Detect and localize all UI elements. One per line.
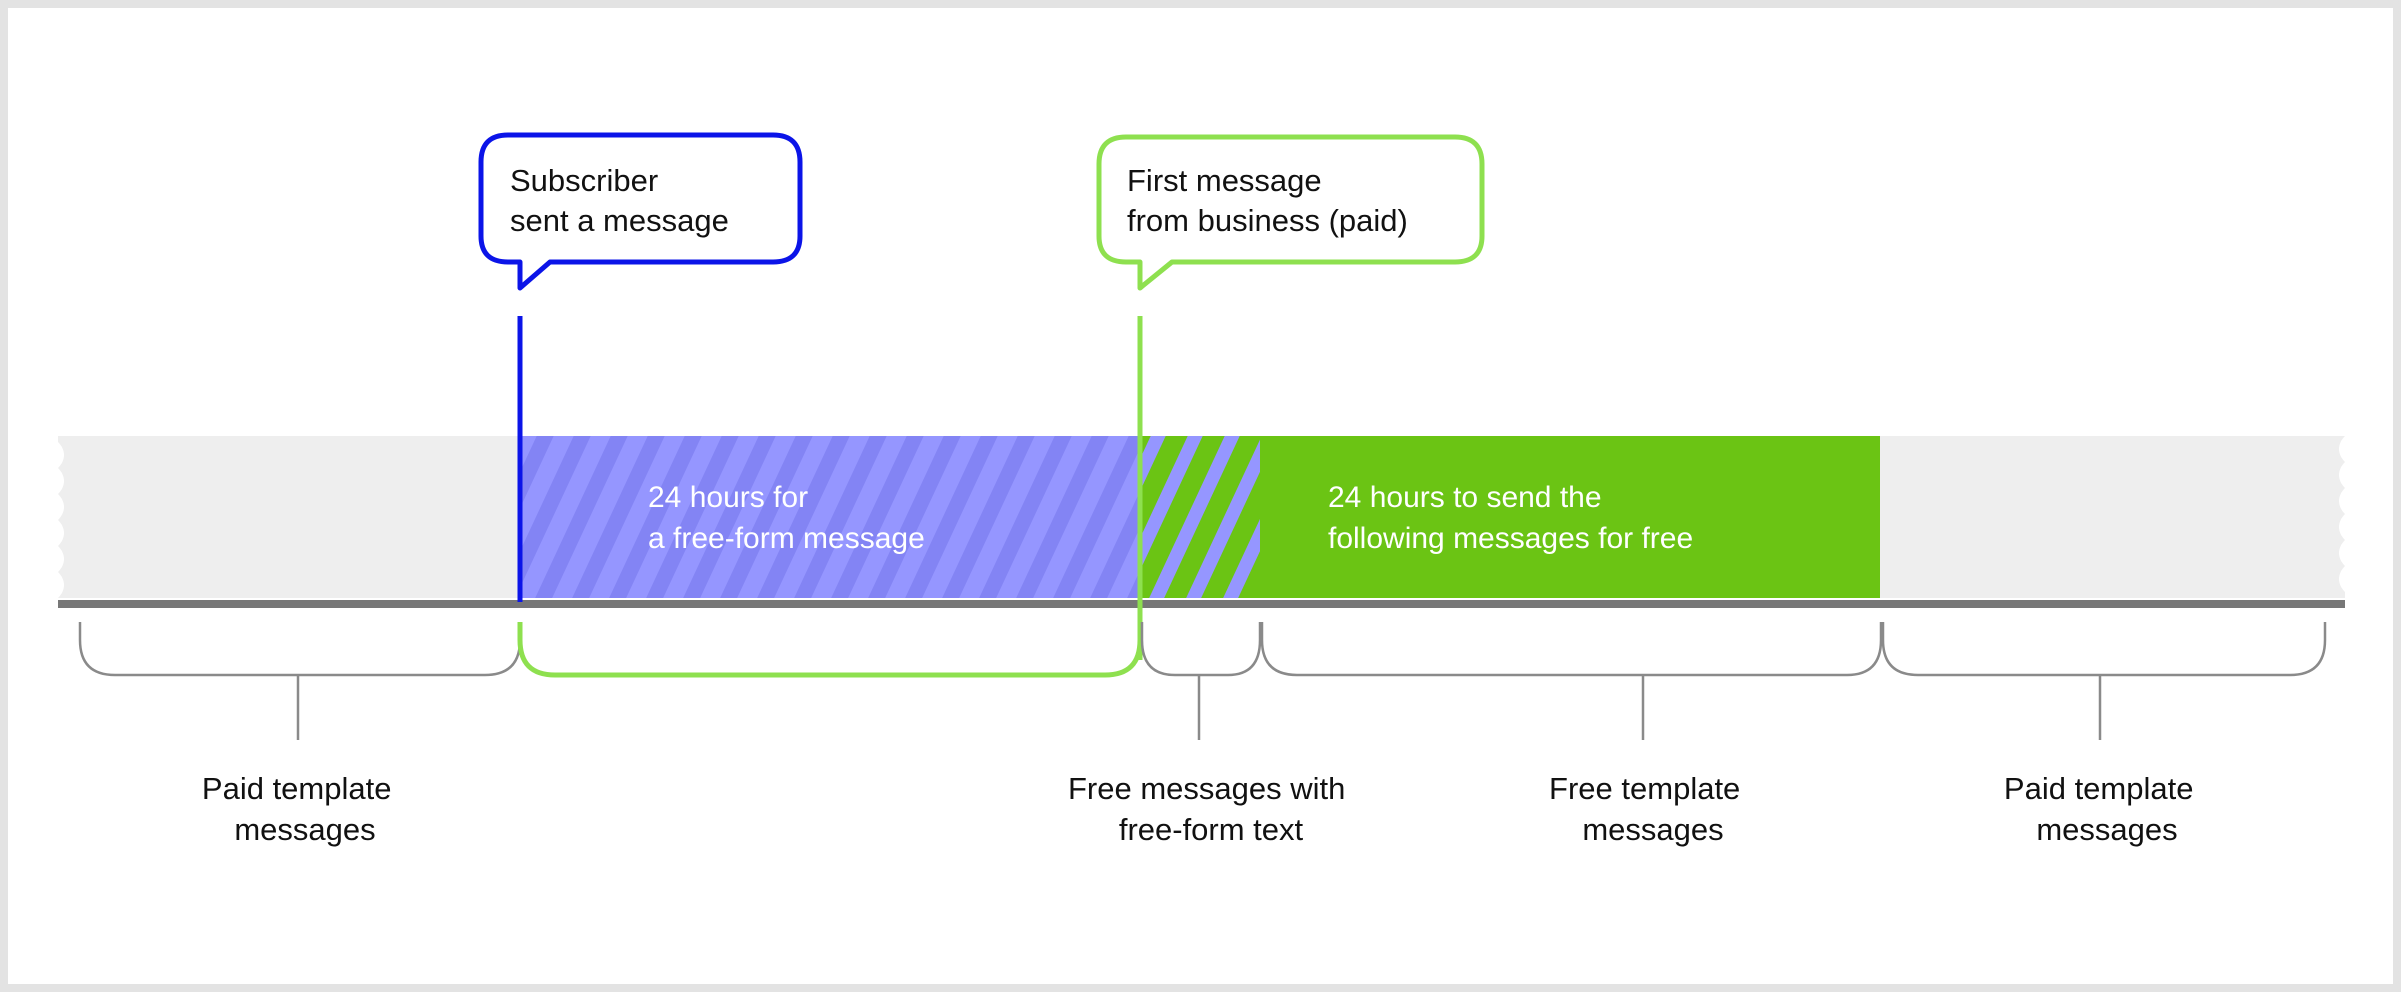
label-paid-template-left: Paid template messages [202,771,400,847]
label-free-template: Free template messages [1549,771,1749,847]
band-free-form-window [520,436,1140,598]
speech-bubble-icon [1096,134,1485,291]
label-paid-template-right: Paid template messages [2004,771,2202,847]
speech-bubble-icon [478,132,803,291]
business-bubble-text: First message from business (paid) [1127,163,1408,238]
label-free-form-text: Free messages with free-form text [1068,771,1354,847]
band-before-window [58,436,520,598]
band-free-form-label: 24 hours for a free-form message [648,481,925,555]
band-after-window [1880,436,2345,598]
band-transition [1140,436,1260,598]
brace-free-form-window [517,622,1143,678]
band-free-following [1260,436,1880,598]
band-following-label: 24 hours to send the following messages … [1328,481,1693,555]
brace-free-form-text [1140,622,1262,677]
brace-paid-template-left [78,622,522,677]
subscriber-bubble-text: Subscriber sent a message [510,163,729,238]
brace-free-template [1260,622,1883,677]
brace-paid-template-right [1881,622,2327,677]
